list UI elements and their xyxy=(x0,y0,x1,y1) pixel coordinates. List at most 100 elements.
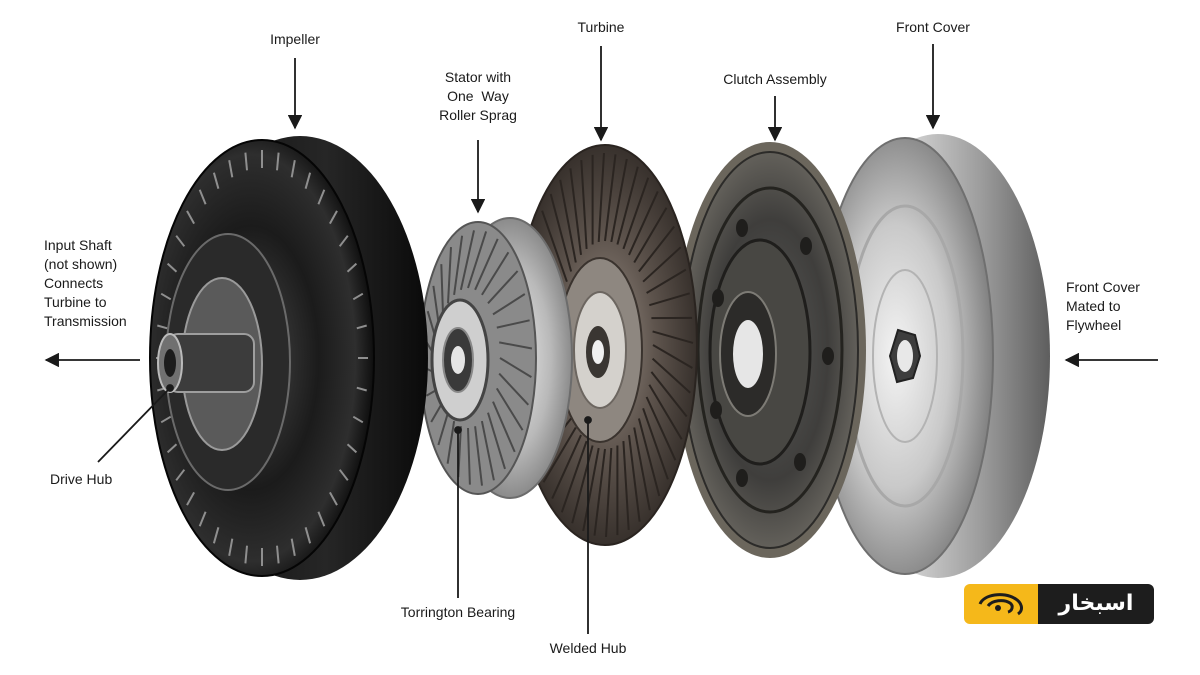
turbine-blade xyxy=(622,441,630,530)
label-input-shaft-line-4: Turbine to xyxy=(44,294,107,310)
stator-fin xyxy=(492,293,526,316)
turbine-blade xyxy=(580,160,588,249)
turbine-blade xyxy=(652,344,693,369)
impeller-tab xyxy=(276,152,280,171)
label-turbine: Turbine xyxy=(577,19,625,35)
turbine-blade xyxy=(542,426,577,483)
front-cover-part xyxy=(816,134,1050,578)
impeller-tab xyxy=(166,262,178,273)
turbine-blade xyxy=(628,434,641,522)
turbine-blade xyxy=(541,210,568,283)
label-input-shaft: Input Shaft (not shown) Connects Turbine… xyxy=(44,236,154,331)
turbine-blade xyxy=(593,448,606,536)
label-front-cover-mated-line-2: Mated to xyxy=(1066,298,1121,314)
label-drive-hub: Drive Hub xyxy=(50,471,113,487)
turbine-blade xyxy=(649,292,690,307)
label-stator-line-1: Stator with xyxy=(444,69,512,85)
label-input-shaft-line-3: Connects xyxy=(44,275,104,291)
turbine-blade xyxy=(605,448,613,538)
impeller-tab xyxy=(356,324,367,330)
impeller-tab xyxy=(244,545,248,564)
turbine-blade xyxy=(604,154,617,242)
stator-part xyxy=(419,217,573,499)
leader-lines xyxy=(44,44,1158,634)
impeller-tab xyxy=(244,152,248,171)
label-stator: Stator with One Way Roller Sprag xyxy=(418,68,538,125)
impeller-tab xyxy=(186,491,195,506)
impeller-tab xyxy=(304,527,312,544)
stator-fin xyxy=(474,426,483,486)
drive-hub-leader xyxy=(97,387,171,463)
impeller-tab xyxy=(356,386,367,392)
turbine-blade xyxy=(652,330,694,344)
impeller-tab xyxy=(212,172,220,189)
impeller-tab xyxy=(175,235,186,247)
impeller-tab xyxy=(338,469,349,481)
logo-brand-text: اسبخار xyxy=(1058,591,1134,616)
impeller-tab xyxy=(276,545,280,564)
brand-logo: اسبخار xyxy=(964,584,1154,624)
impeller-tab xyxy=(198,511,207,527)
label-welded-hub: Welded Hub xyxy=(549,640,627,656)
turbine-blade xyxy=(551,434,582,500)
impeller-tab xyxy=(317,189,326,205)
stator-fin xyxy=(499,357,532,378)
impeller-tab xyxy=(186,210,195,225)
turbine-blade xyxy=(651,357,691,394)
label-input-shaft-line-2: (not shown) xyxy=(44,256,118,272)
clutch-assembly-part xyxy=(674,142,866,558)
stator-fin xyxy=(467,427,471,485)
turbine-blade xyxy=(569,168,582,256)
turbine-blade xyxy=(646,268,687,294)
label-clutch-assembly: Clutch Assembly xyxy=(723,71,827,87)
turbine-blade xyxy=(616,166,639,245)
turbine-blade xyxy=(642,246,682,283)
turbine-blade xyxy=(571,445,594,524)
impeller-tab xyxy=(346,443,358,454)
impeller-tab xyxy=(290,160,296,178)
impeller-tab xyxy=(160,292,172,301)
stator-fin xyxy=(480,420,495,481)
label-stator-line-2: One Way xyxy=(447,88,509,104)
welded-hub-dot xyxy=(584,416,592,424)
impeller-tab xyxy=(338,235,349,247)
label-front-cover-mated-line-3: Flywheel xyxy=(1066,317,1122,333)
label-input-shaft-line-5: Transmission xyxy=(44,313,127,329)
logo-swoosh-icon xyxy=(978,593,1023,616)
impeller-tab xyxy=(212,527,220,544)
impeller-tab xyxy=(157,324,168,330)
impeller-tab xyxy=(175,469,186,481)
turbine-blade xyxy=(597,152,605,242)
turbine-blade xyxy=(559,179,577,263)
stator-fin xyxy=(474,238,499,291)
turbine-blade xyxy=(650,371,688,418)
drive-hub-dot xyxy=(166,384,174,392)
stator-fin xyxy=(440,264,444,315)
impeller-tab xyxy=(290,538,296,556)
torrington-dot xyxy=(454,426,462,434)
turbine-blade xyxy=(648,384,683,440)
label-impeller: Impeller xyxy=(270,31,320,47)
impeller-tab xyxy=(352,292,364,301)
logo-black-panel xyxy=(1038,584,1154,624)
label-front-cover-mated: Front Cover Mated to Flywheel xyxy=(1066,278,1166,335)
impeller-tab xyxy=(166,443,178,454)
stator-fin xyxy=(447,247,452,304)
stator-fin xyxy=(453,235,464,296)
stator-fin xyxy=(459,230,475,291)
label-front-cover-mated-line-1: Front Cover xyxy=(1066,279,1140,295)
impeller-tab xyxy=(352,415,364,424)
stator-fin xyxy=(487,412,506,470)
turbine-blade xyxy=(622,177,650,250)
impeller-tab xyxy=(346,262,358,273)
logo-yellow-panel xyxy=(964,584,1038,624)
stator-fin xyxy=(492,401,516,453)
turbine-blade xyxy=(582,447,600,532)
label-stator-line-3: Roller Sprag xyxy=(439,107,517,123)
turbine-blade xyxy=(628,190,659,256)
stator-fin xyxy=(498,372,530,406)
impeller-tab xyxy=(198,189,207,205)
impeller-tab xyxy=(228,538,234,556)
